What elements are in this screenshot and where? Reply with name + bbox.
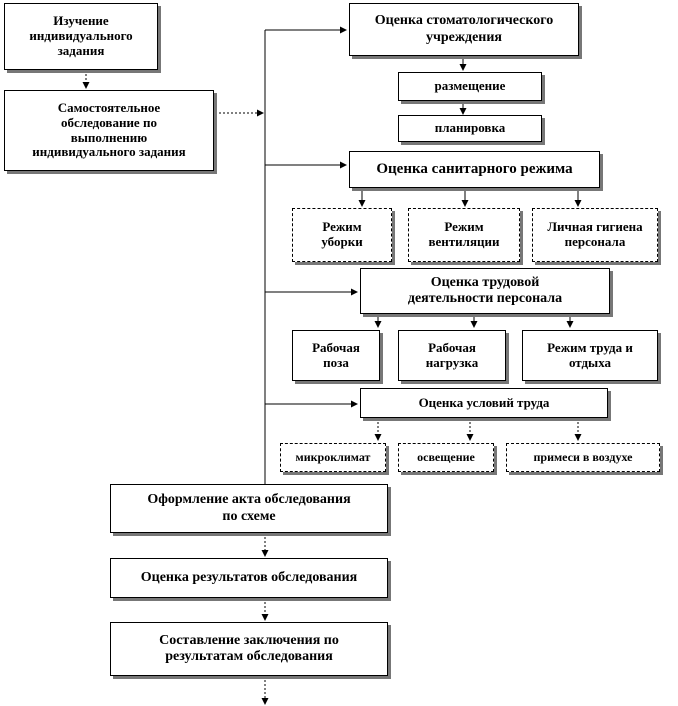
work-rest-box: Режим труда и отдыха bbox=[522, 330, 658, 381]
self-survey-label: Самостоятельное обследование по выполнен… bbox=[32, 99, 186, 160]
labor-eval-box: Оценка трудовой деятельности персонала bbox=[360, 268, 610, 314]
self-survey-box: Самостоятельное обследование по выполнен… bbox=[4, 90, 214, 171]
posture-label: Рабочая поза bbox=[312, 339, 360, 370]
layout-label: планировка bbox=[434, 120, 506, 136]
load-label: Рабочая нагрузка bbox=[425, 339, 479, 370]
study-task-label: Изучение индивидуального задания bbox=[29, 13, 133, 58]
act-label: Оформление акта обследования по схеме bbox=[147, 492, 351, 524]
labor-eval-label: Оценка трудовой деятельности персонала bbox=[407, 274, 563, 306]
conditions-eval-label: Оценка условий труда bbox=[418, 394, 550, 410]
results-label: Оценка результатов обследования bbox=[140, 569, 358, 585]
placement-label: размещение bbox=[434, 78, 506, 94]
sanitary-eval-box: Оценка санитарного режима bbox=[349, 151, 600, 188]
conclusion-box: Составление заключения по результатам об… bbox=[110, 622, 388, 676]
results-box: Оценка результатов обследования bbox=[110, 558, 388, 598]
study-task-box: Изучение индивидуального задания bbox=[4, 3, 158, 70]
load-box: Рабочая нагрузка bbox=[398, 330, 506, 381]
lighting-box: освещение bbox=[398, 443, 494, 472]
dental-eval-label: Оценка стоматологического учреждения bbox=[374, 13, 554, 45]
work-rest-label: Режим труда и отдыха bbox=[547, 339, 633, 370]
air-impurities-box: примеси в воздухе bbox=[506, 443, 660, 472]
hygiene-box: Личная гигиена персонала bbox=[532, 208, 658, 262]
layout-box: планировка bbox=[398, 115, 542, 142]
placement-box: размещение bbox=[398, 72, 542, 101]
cleaning-label: Режим уборки bbox=[321, 219, 363, 249]
microclimate-box: микроклимат bbox=[280, 443, 386, 472]
posture-box: Рабочая поза bbox=[292, 330, 380, 381]
ventilation-box: Режим вентиляции bbox=[408, 208, 520, 262]
microclimate-label: микроклимат bbox=[295, 449, 371, 464]
dental-eval-box: Оценка стоматологического учреждения bbox=[349, 3, 579, 56]
act-box: Оформление акта обследования по схеме bbox=[110, 484, 388, 533]
lighting-label: освещение bbox=[417, 449, 475, 464]
cleaning-box: Режим уборки bbox=[292, 208, 392, 262]
sanitary-eval-label: Оценка санитарного режима bbox=[376, 160, 573, 177]
ventilation-label: Режим вентиляции bbox=[428, 219, 500, 249]
conditions-eval-box: Оценка условий труда bbox=[360, 388, 608, 418]
air-impurities-label: примеси в воздухе bbox=[533, 449, 633, 464]
hygiene-label: Личная гигиена персонала bbox=[547, 219, 643, 249]
conclusion-label: Составление заключения по результатам об… bbox=[159, 632, 339, 664]
